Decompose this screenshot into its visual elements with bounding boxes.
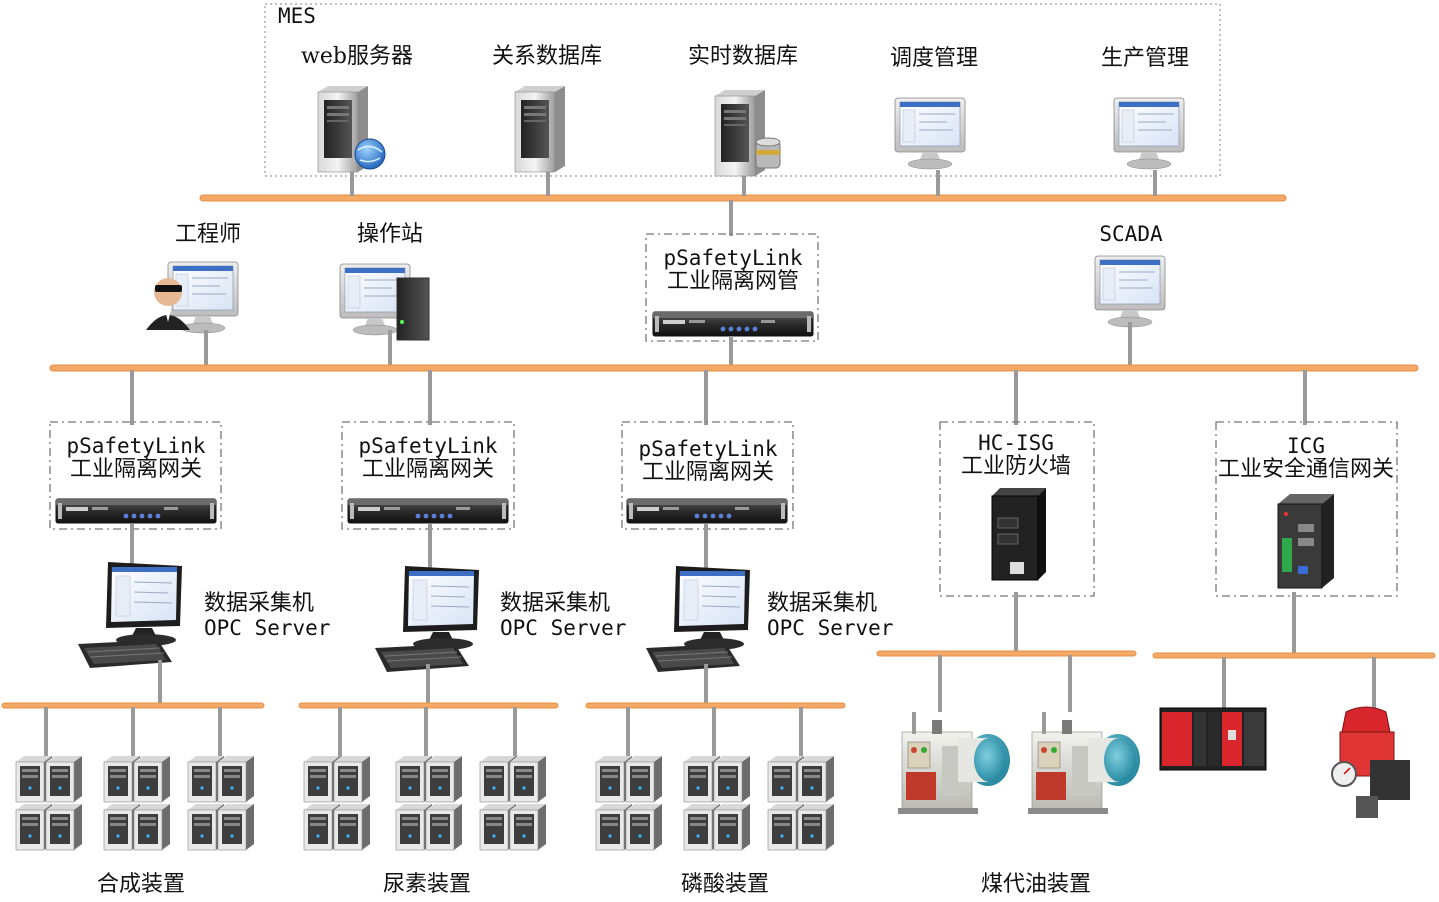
gateway-3-label-line1: pSafetyLink xyxy=(638,437,777,461)
icg-device-icon[interactable] xyxy=(1277,494,1334,589)
gateway-1-frame xyxy=(49,421,222,530)
collector-2-workstation-icon[interactable] xyxy=(374,565,480,673)
production-monitor-icon[interactable] xyxy=(1113,97,1185,170)
firewall-device-icon[interactable] xyxy=(991,488,1046,581)
engineer-icon[interactable] xyxy=(146,261,239,334)
control-bus xyxy=(49,364,1419,372)
pressure-controller-icon[interactable] xyxy=(1331,706,1410,818)
gateway-1-device-icon[interactable] xyxy=(55,498,217,524)
phosphoric-server-1-icon[interactable] xyxy=(596,756,662,850)
gateway-1-label-line1: pSafetyLink xyxy=(66,434,205,458)
scada-label: SCADA xyxy=(1099,222,1163,246)
gateway-1-label-line2: 工业隔离网关 xyxy=(70,457,202,482)
synthesis-server-2-icon[interactable] xyxy=(104,756,170,850)
synthesis-server-1-icon[interactable] xyxy=(16,756,82,850)
dispatch-mgmt-label: 调度管理 xyxy=(890,46,978,71)
icg-frame xyxy=(1215,421,1398,597)
icg-label-line2: 工业安全通信网关 xyxy=(1218,457,1394,482)
collector-3-workstation-icon[interactable] xyxy=(645,565,751,673)
collector-2-label-line1: 数据采集机 xyxy=(500,591,610,616)
operator-station-icon[interactable] xyxy=(339,263,430,341)
dispatch-monitor-icon[interactable] xyxy=(894,97,966,170)
firewall-label-line2: 工业防火墙 xyxy=(961,454,1071,479)
urea-server-2-icon[interactable] xyxy=(396,756,462,850)
phosphoric-server-3-icon[interactable] xyxy=(768,756,834,850)
gateway-3-label-line2: 工业隔离网关 xyxy=(642,460,774,485)
gateway-3-device-icon[interactable] xyxy=(626,498,788,524)
plc-rack-icon[interactable] xyxy=(1159,707,1267,771)
web-server-label: web服务器 xyxy=(301,44,413,69)
field-bus-4 xyxy=(876,650,1137,657)
boiler-2-icon[interactable] xyxy=(1027,711,1141,815)
collector-3-label-line2: OPC Server xyxy=(767,616,893,640)
gateway-2-label-line1: pSafetyLink xyxy=(358,434,497,458)
relational-db-label: 关系数据库 xyxy=(492,44,602,69)
production-mgmt-label: 生产管理 xyxy=(1101,46,1189,71)
firewall-label-line1: HC-ISG xyxy=(978,431,1054,455)
collector-3-label-line1: 数据采集机 xyxy=(767,591,877,616)
netmgr-label-line2: 工业隔离网管 xyxy=(667,269,799,294)
urea-server-1-icon[interactable] xyxy=(304,756,370,850)
icg-label-line1: ICG xyxy=(1287,434,1325,458)
boiler-1-icon[interactable] xyxy=(897,711,1011,815)
mes-label: MES xyxy=(278,4,316,28)
realtime-db-label: 实时数据库 xyxy=(688,44,798,69)
synthesis-server-3-icon[interactable] xyxy=(188,756,254,850)
plant-urea-label: 尿素装置 xyxy=(383,872,471,897)
collector-2-label-line2: OPC Server xyxy=(500,616,626,640)
engineer-label: 工程师 xyxy=(175,222,241,247)
field-bus-5 xyxy=(1152,652,1436,659)
gateway-2-label-line2: 工业隔离网关 xyxy=(362,457,494,482)
urea-server-3-icon[interactable] xyxy=(480,756,546,850)
plant-phosphoric-label: 磷酸装置 xyxy=(681,872,769,897)
relational-db-server-icon[interactable] xyxy=(514,85,566,173)
realtime-db-server-icon[interactable] xyxy=(714,89,781,177)
field-bus-2 xyxy=(298,702,559,709)
netmgr-label-line1: pSafetyLink xyxy=(663,246,802,270)
plant-coal-oil-label: 煤代油装置 xyxy=(981,872,1091,897)
firewall-frame xyxy=(939,421,1095,597)
gateway-2-device-icon[interactable] xyxy=(347,498,509,524)
phosphoric-server-2-icon[interactable] xyxy=(684,756,750,850)
mes-frame xyxy=(264,3,1221,177)
netmgr-device-icon[interactable] xyxy=(652,311,814,337)
collector-1-label-line1: 数据采集机 xyxy=(204,591,314,616)
collector-1-workstation-icon[interactable] xyxy=(77,561,183,669)
web-server-icon[interactable] xyxy=(317,85,386,173)
scada-monitor-icon[interactable] xyxy=(1094,255,1166,328)
plant-synthesis-label: 合成装置 xyxy=(97,872,185,897)
collector-1-label-line2: OPC Server xyxy=(204,616,330,640)
operator-station-label: 操作站 xyxy=(357,222,423,247)
